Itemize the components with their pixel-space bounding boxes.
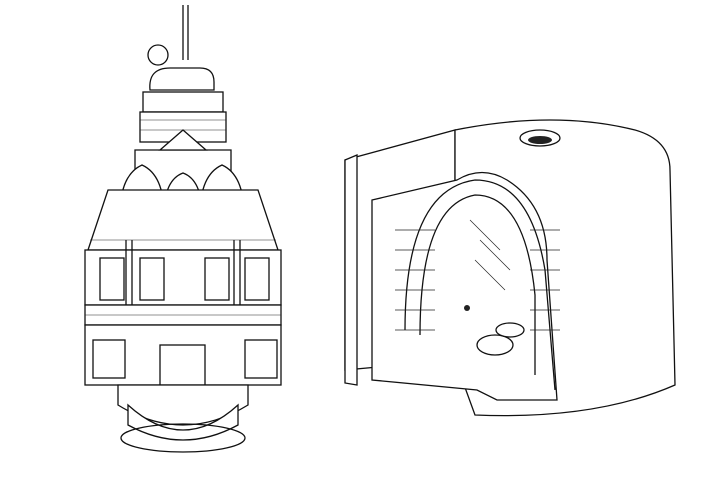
clay-oven-drawing	[344, 119, 676, 417]
reliquary-tower-drawing	[84, 5, 282, 453]
lower-tier	[84, 304, 282, 453]
middle-tier	[84, 189, 282, 370]
